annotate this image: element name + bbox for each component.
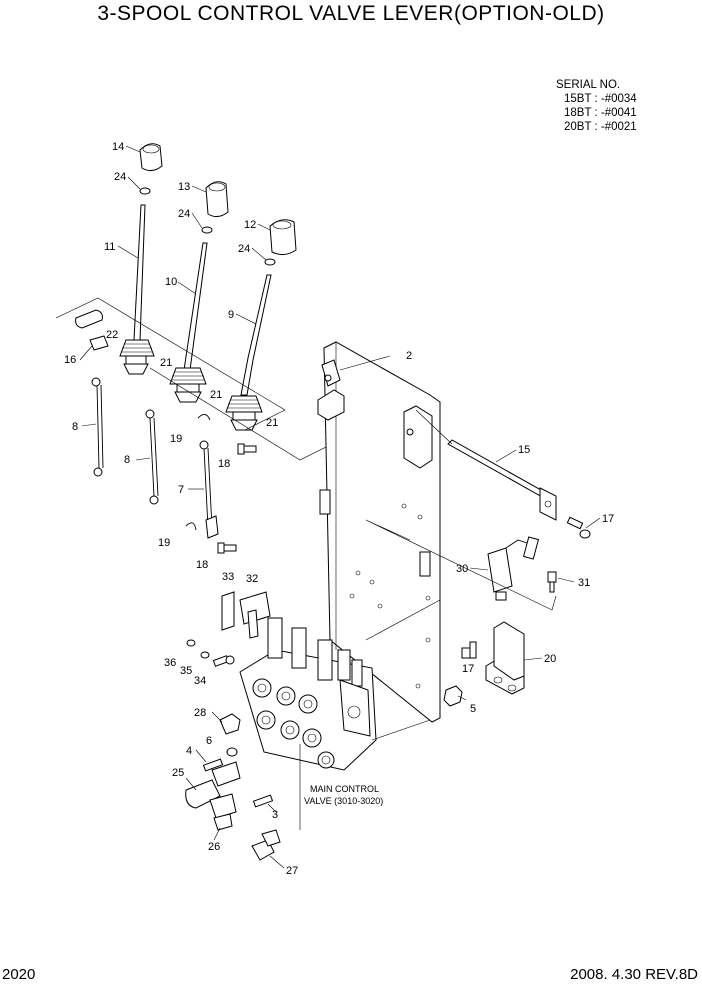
link-rod-8[interactable] (91, 377, 104, 477)
switch-30[interactable] (487, 536, 540, 601)
serial-row: 20BT : -#0021 (564, 121, 637, 133)
callout-3: 3 (272, 809, 278, 821)
callout-24: 24 (178, 208, 190, 220)
callout-36: 36 (164, 657, 176, 669)
clip-19[interactable] (185, 522, 197, 531)
microswitch-32[interactable] (239, 591, 271, 639)
serial-row: 15BT : -#0034 (564, 93, 637, 105)
callout-19: 19 (170, 433, 182, 445)
callout-8: 8 (72, 421, 78, 433)
callout-8: 8 (124, 454, 130, 466)
lever-9[interactable] (240, 274, 272, 396)
washer-6[interactable] (226, 747, 238, 757)
fitting-28[interactable] (219, 713, 241, 735)
page-number: 2020 (2, 966, 36, 983)
washer-24[interactable] (201, 226, 213, 234)
callout-15: 15 (518, 444, 530, 456)
bolt-17[interactable] (461, 641, 477, 659)
screw-31[interactable] (547, 571, 557, 593)
callout-13: 13 (178, 181, 190, 193)
bolt-17[interactable] (566, 516, 591, 539)
lever-boot-21[interactable] (225, 395, 263, 431)
callout-4: 4 (186, 745, 192, 757)
lever-11[interactable] (133, 204, 146, 341)
main-valve-label: VALVE (3010-3020) (304, 796, 383, 806)
fitting-26[interactable] (209, 793, 237, 831)
callout-5: 5 (470, 703, 476, 715)
serial-heading: SERIAL NO. (556, 79, 621, 91)
knob-14[interactable] (139, 143, 163, 172)
leader (365, 519, 557, 611)
callout-30: 30 (456, 563, 468, 575)
link-rod-7[interactable] (199, 440, 219, 539)
callout-27: 27 (286, 865, 298, 877)
elbow-fitting-25[interactable] (185, 761, 241, 809)
page-title: 3-SPOOL CONTROL VALVE LEVER(OPTION-OLD) (97, 2, 605, 25)
washer-36[interactable] (186, 639, 196, 647)
callout-33: 33 (222, 571, 234, 583)
leader (415, 409, 453, 445)
callout-17: 17 (462, 663, 474, 675)
callout-32: 32 (246, 573, 258, 585)
serial-number-block: SERIAL NO. 15BT : -#0034 18BT : -#0041 2… (556, 78, 637, 134)
clip-19[interactable] (197, 414, 211, 421)
bolt-18[interactable] (237, 443, 257, 455)
callout-35: 35 (180, 665, 192, 677)
grommet-22[interactable] (75, 309, 103, 329)
bracket-20[interactable] (485, 621, 525, 695)
callout-21: 21 (210, 389, 222, 401)
washer-35[interactable] (200, 651, 210, 659)
callout-24: 24 (238, 243, 250, 255)
callout-22: 22 (106, 329, 118, 341)
lever-10[interactable] (183, 242, 208, 371)
shaft-15[interactable] (447, 439, 557, 521)
callout-9: 9 (228, 309, 234, 321)
serial-row: 18BT : -#0041 (564, 107, 637, 119)
callout-25: 25 (172, 767, 184, 779)
callout-28: 28 (194, 707, 206, 719)
callout-17: 17 (602, 513, 614, 525)
callout-19: 19 (158, 537, 170, 549)
callout-24: 24 (114, 171, 126, 183)
callout-14: 14 (112, 141, 124, 153)
lever-boot-21[interactable] (119, 339, 155, 375)
callout-16: 16 (64, 354, 76, 366)
bolt-18[interactable] (217, 542, 237, 554)
lever-boot-21[interactable] (169, 367, 207, 403)
knob-13[interactable] (205, 181, 229, 218)
leader (299, 599, 441, 830)
bolt-34[interactable] (212, 655, 235, 667)
callout-leaders (79, 145, 601, 869)
callout-18: 18 (196, 559, 208, 571)
callout-18: 18 (218, 458, 230, 470)
callout-26: 26 (208, 841, 220, 853)
callout-11: 11 (104, 241, 115, 253)
callout-2: 2 (406, 350, 412, 362)
nut-5[interactable] (443, 685, 463, 707)
main-valve-label: MAIN CONTROL (310, 784, 379, 794)
knob-12[interactable] (269, 219, 297, 256)
callout-21: 21 (266, 417, 278, 429)
callout-20: 20 (544, 653, 556, 665)
fitting-27[interactable] (251, 829, 281, 861)
callout-7: 7 (178, 484, 184, 496)
callout-6: 6 (206, 735, 212, 747)
washer-24[interactable] (264, 258, 276, 266)
panel-outline (55, 297, 286, 431)
callout-21: 21 (160, 357, 172, 369)
plate-33[interactable] (221, 591, 235, 631)
pin-16[interactable] (89, 335, 109, 351)
revision-date: 2008. 4.30 REV.8D (570, 966, 698, 983)
bolt-3[interactable] (252, 794, 274, 808)
callout-34: 34 (194, 675, 206, 687)
link-rod-8[interactable] (145, 409, 159, 505)
callout-12: 12 (244, 219, 256, 231)
main-control-valve[interactable] (239, 617, 377, 771)
callout-10: 10 (165, 276, 177, 288)
washer-24[interactable] (139, 187, 151, 195)
callout-31: 31 (578, 577, 590, 589)
bolt-4[interactable] (202, 758, 224, 772)
